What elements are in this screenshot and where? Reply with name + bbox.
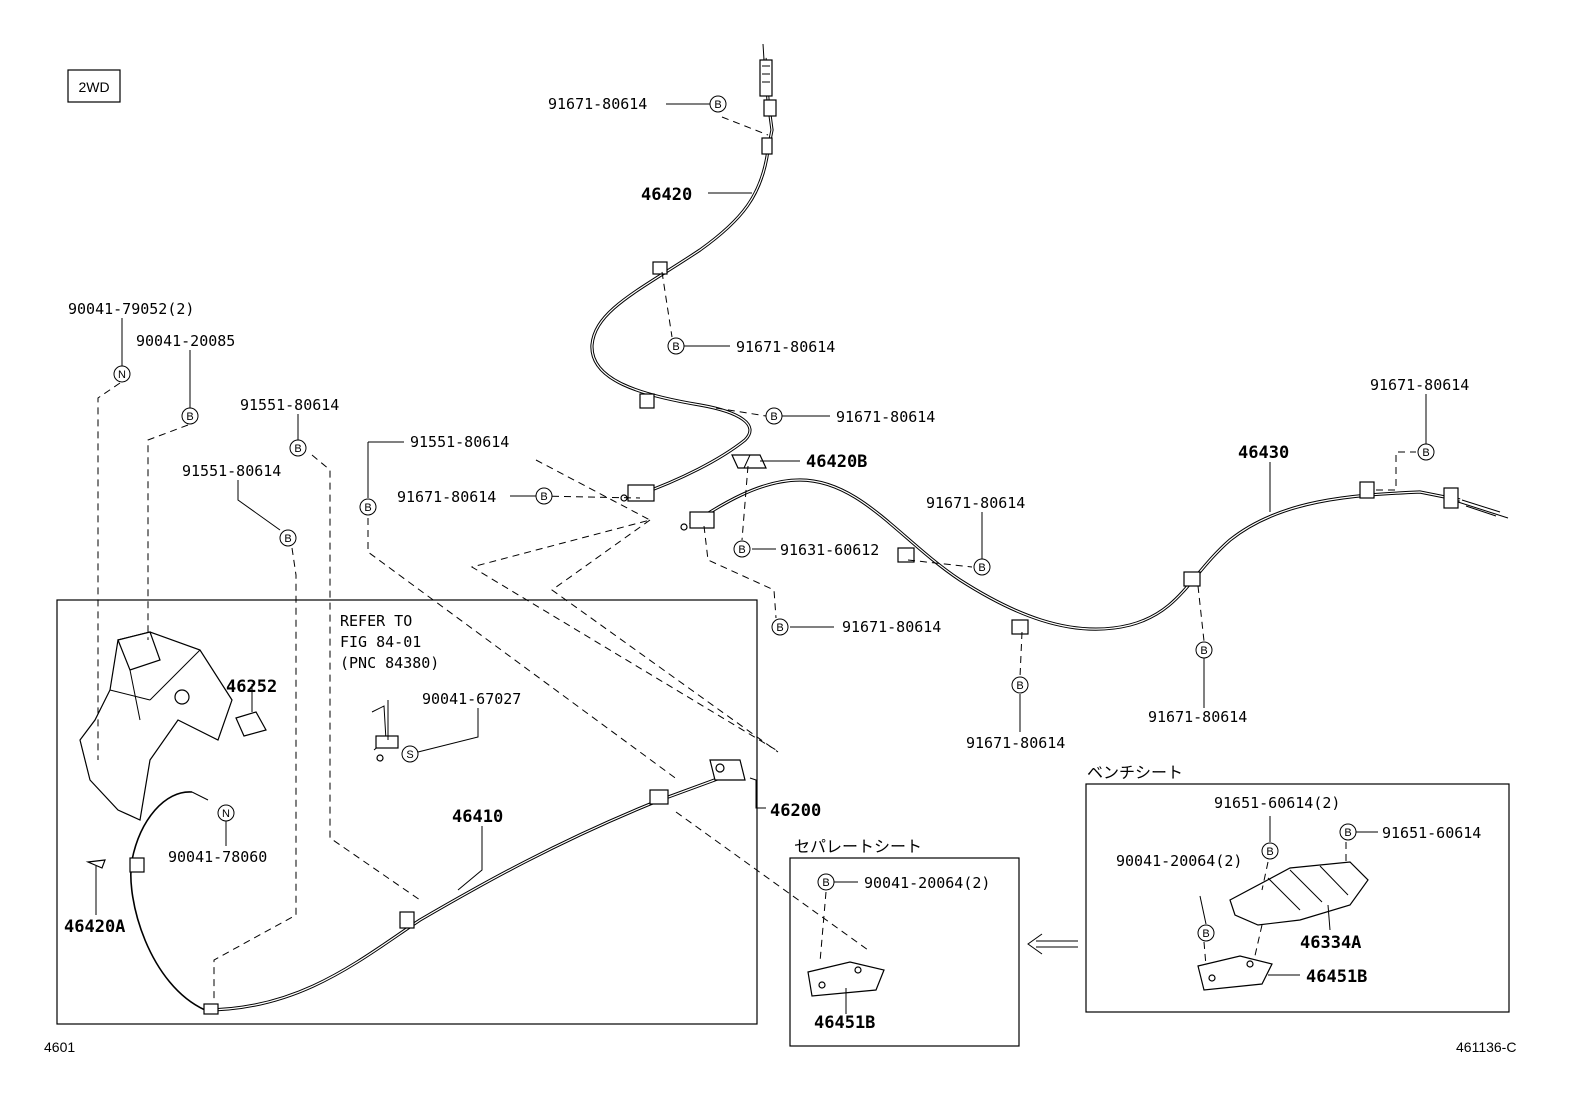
label-90041-20064-sep: 90041-20064(2) [864,874,990,892]
dashed-connectors [97,116,1416,1002]
callout-B-2: B [667,337,685,355]
pedal-assembly [79,631,267,821]
callout-B-16: B [1339,823,1357,841]
label-91671-80614-b: 91671-80614 [736,338,835,356]
callout-B-12: B [289,439,307,457]
callout-B-3: B [765,407,783,425]
svg-text:B: B [284,533,291,545]
callout-B-9: B [1195,641,1213,659]
svg-text:B: B [186,411,193,423]
label-91551-80614-b: 91551-80614 [410,433,509,451]
svg-text:B: B [1266,846,1273,858]
cable-46430 [680,478,1509,635]
separate-seat-frame [789,857,1020,1047]
svg-text:B: B [738,544,745,556]
cable-46420 [590,43,777,502]
label-46200: 46200 [770,801,821,821]
svg-text:B: B [672,341,679,353]
label-90041-20085: 90041-20085 [136,332,235,350]
bracket-46451B-separate [807,961,885,997]
callout-B-11: B [181,407,199,425]
separate-seat-title: セパレートシート [794,837,922,856]
label-91671-80614-i: 91671-80614 [1370,376,1469,394]
svg-text:B: B [294,443,301,455]
label-46420B: 46420B [806,452,867,472]
svg-text:S: S [406,749,413,761]
refer-note-line1: REFER TO [340,612,412,630]
label-46451B-bench: 46451B [1306,967,1367,987]
2wd-badge-frame [67,69,121,103]
label-90041-67027: 90041-67027 [422,690,521,708]
label-91671-80614-g: 91671-80614 [966,734,1065,752]
callout-B-14: B [279,529,297,547]
svg-text:B: B [1202,928,1209,940]
label-91651-60614-2: 91651-60614(2) [1214,794,1340,812]
hollow-arrow-icon [1027,933,1078,955]
svg-text:N: N [118,369,126,381]
label-46420A: 46420A [64,917,125,937]
callout-B-1: B [709,95,727,113]
label-91671-80614-a: 91671-80614 [548,95,647,113]
callout-B-8: B [1011,676,1029,694]
label-46410: 46410 [452,807,503,827]
label-91651-60614: 91651-60614 [1382,824,1481,842]
callout-B-5: B [733,540,751,558]
svg-text:B: B [1200,645,1207,657]
refer-note-line3: (PNC 84380) [340,654,439,672]
figure-code: 461136-C [1456,1039,1516,1055]
bracket-bolt [371,705,399,762]
label-46420: 46420 [641,185,692,205]
callout-B-13: B [359,498,377,516]
svg-text:B: B [776,622,783,634]
svg-text:B: B [1344,827,1351,839]
2wd-badge: 2WD [78,79,109,95]
refer-note-line2: FIG 84-01 [340,633,421,651]
label-91671-80614-h: 91671-80614 [1148,708,1247,726]
label-91551-80614-c: 91551-80614 [182,462,281,480]
label-46334A: 46334A [1300,933,1361,953]
label-90041-79052: 90041-79052(2) [68,300,194,318]
svg-text:B: B [540,491,547,503]
label-46252: 46252 [226,677,277,697]
page-code: 4601 [44,1039,75,1055]
svg-text:B: B [364,502,371,514]
label-46430: 46430 [1238,443,1289,463]
svg-text:B: B [770,411,777,423]
callout-N-1: N [113,365,131,383]
callout-N-2: N [217,804,235,822]
svg-text:B: B [978,562,985,574]
svg-text:N: N [222,808,230,820]
svg-text:B: B [1422,447,1429,459]
svg-text:B: B [822,877,829,889]
label-91671-80614-c: 91671-80614 [836,408,935,426]
label-91671-80614-e: 91671-80614 [926,494,1025,512]
callout-B-6: B [973,558,991,576]
label-91671-80614-d: 91671-80614 [397,488,496,506]
label-91551-80614-a: 91551-80614 [240,396,339,414]
label-90041-20064-bench: 90041-20064(2) [1116,852,1242,870]
leader-lines [95,103,1427,1014]
svg-text:B: B [714,99,721,111]
bench-seat-frame [1085,783,1510,1013]
label-91671-80614-f: 91671-80614 [842,618,941,636]
callout-B-18: B [1197,924,1215,942]
svg-text:B: B [1016,680,1023,692]
callout-B-7: B [771,618,789,636]
bracket-46451B-bench [1197,955,1273,991]
cover-46334A [1229,861,1369,926]
cable-46410 [85,759,746,1015]
callout-S-1: S [401,745,419,763]
label-46451B-sep: 46451B [814,1013,875,1033]
lever-assembly-frame [56,599,758,1025]
callout-B-17: B [1261,842,1279,860]
label-90041-78060: 90041-78060 [168,848,267,866]
callout-B-15: B [817,873,835,891]
clip-46420B [731,454,767,469]
label-91631-60612: 91631-60612 [780,541,879,559]
callout-B-10: B [1417,443,1435,461]
callout-B-4: B [535,487,553,505]
bench-seat-title: ベンチシート [1087,763,1183,782]
